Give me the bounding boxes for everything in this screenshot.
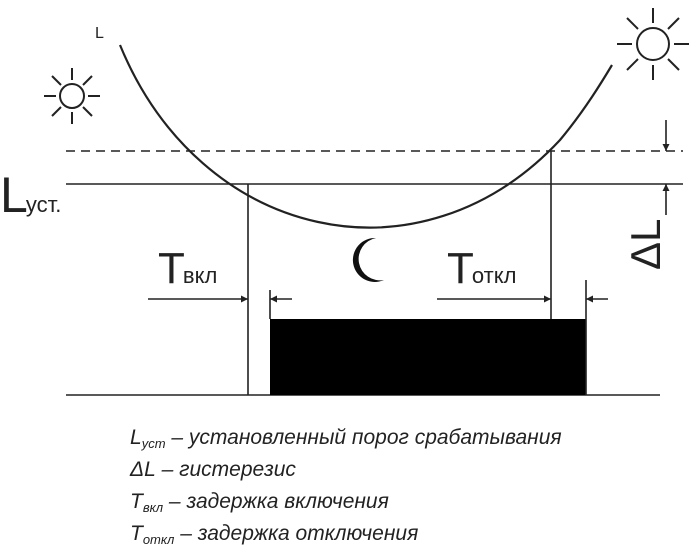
legend-text: – гистерезис [155, 458, 296, 481]
legend-symbol: T [130, 490, 143, 513]
sun-icon [44, 68, 100, 124]
legend-text: – задержка отключения [174, 522, 419, 545]
off-delay-main: T [447, 244, 474, 293]
threshold-label-sub: уст. [26, 192, 62, 217]
legend-row: Tвкл – задержка включения [130, 489, 562, 521]
sun-icon [617, 8, 689, 80]
off-delay-label: Tоткл [447, 244, 516, 293]
legend-row: Tоткл – задержка отключения [130, 521, 562, 553]
on-delay-sub: вкл [183, 263, 217, 288]
legend-symbol: ΔL [130, 458, 156, 481]
legend-text: – задержка включения [163, 490, 389, 513]
legend-text: – установленный порог срабатывания [165, 426, 562, 449]
output-pulse [270, 319, 586, 395]
threshold-label-main: L [0, 167, 28, 223]
legend-row: Lуст – установленный порог срабатывания [130, 425, 562, 457]
curve-label: L [95, 25, 104, 42]
on-delay-label: Tвкл [158, 244, 217, 293]
legend-subscript: откл [142, 532, 175, 547]
on-delay-main: T [158, 244, 185, 293]
legend: Lуст – установленный порог срабатывания … [130, 425, 562, 553]
legend-subscript: уст [141, 436, 166, 451]
hysteresis-diagram: L Lуст. Tвкл Tоткл ΔL [0, 8, 689, 396]
threshold-label: Lуст. [0, 167, 61, 223]
off-delay-sub: откл [472, 263, 517, 288]
illumination-curve [118, 44, 613, 229]
legend-subscript: вкл [142, 500, 164, 515]
hysteresis-label: ΔL [622, 219, 669, 270]
legend-symbol: L [130, 426, 142, 449]
moon-icon [352, 237, 384, 282]
legend-symbol: T [130, 522, 143, 545]
legend-row: ΔL – гистерезис [130, 457, 562, 489]
